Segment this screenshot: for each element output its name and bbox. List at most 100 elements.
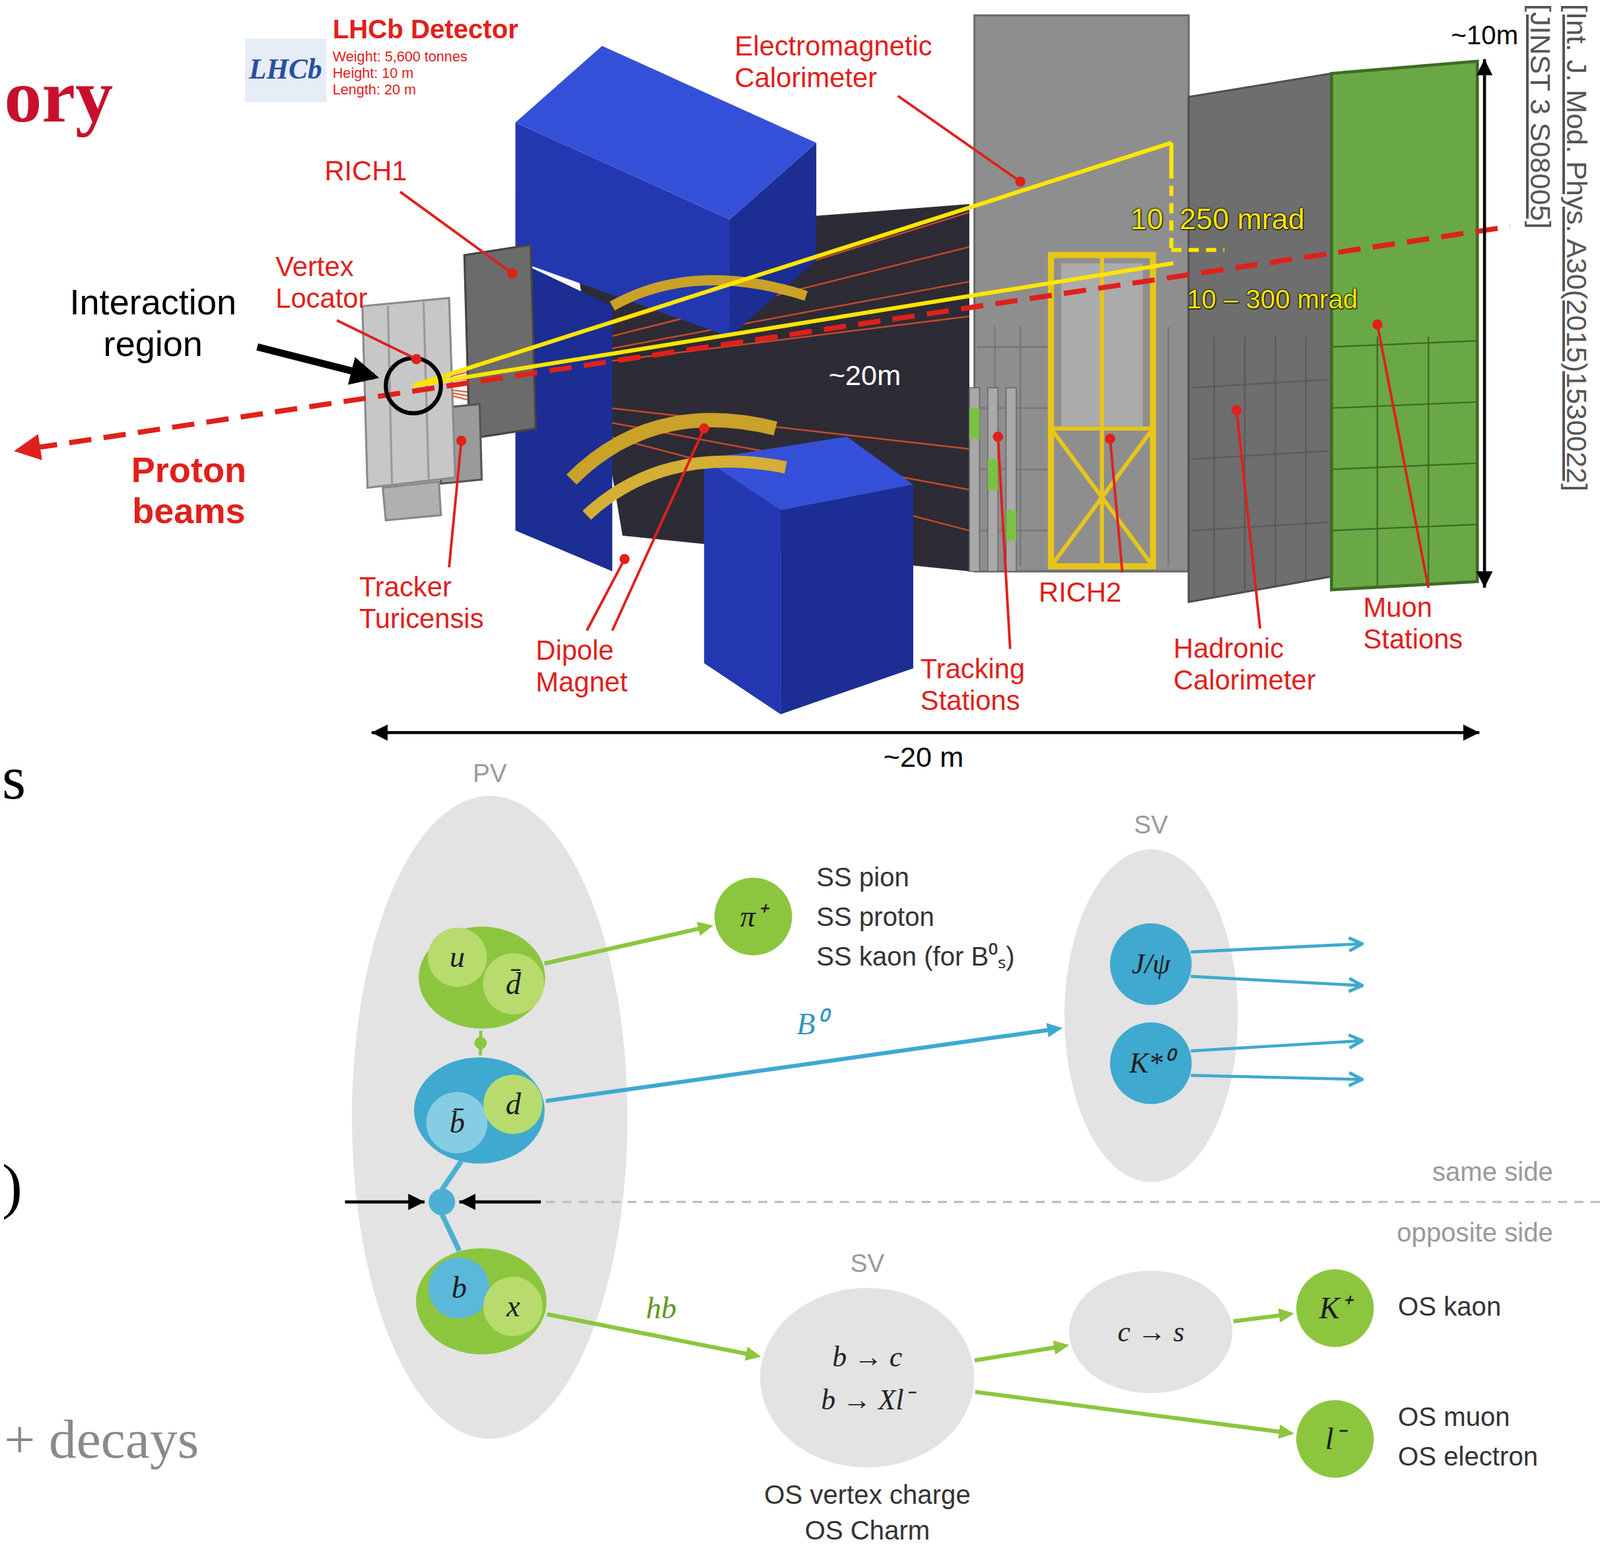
meson-ellipse: u d̄ <box>418 926 546 1029</box>
meson-ellipse-shape <box>418 926 546 1029</box>
beam-line <box>34 226 1511 448</box>
diagram-label: OS vertex charge <box>764 1479 971 1511</box>
vertex-ellipse: SVb → cb → Xl⁻ <box>760 1287 975 1468</box>
node-text: u <box>449 939 465 975</box>
quark-circle <box>483 1074 543 1134</box>
vertex-ellipse-shape <box>760 1287 975 1468</box>
diagram-label: Proton beams <box>131 449 247 531</box>
edge-label: hb <box>645 1290 677 1326</box>
meson-ellipse-shape <box>414 1057 545 1164</box>
quark-circle <box>483 1276 543 1336</box>
node-text: J/ψ <box>1131 947 1171 981</box>
connector-line <box>1233 1314 1283 1321</box>
particle-circle-shape <box>714 877 792 955</box>
diagram-label: ory <box>3 52 113 140</box>
node-text: c → s <box>1117 1315 1185 1349</box>
diagram-label: Tracking Stations <box>920 653 1025 717</box>
particle-circle: π⁺ <box>714 877 792 955</box>
node-text: x <box>506 1288 521 1324</box>
collision-dot <box>428 1188 455 1216</box>
dipole-magnet <box>515 46 913 715</box>
vertex-ellipse-shape <box>1064 849 1239 1183</box>
node-text: d̄ <box>505 966 522 1002</box>
diagram-label: Vertex Locator <box>275 250 368 315</box>
node-text: b → Xl⁻ <box>821 1383 914 1417</box>
diagram-label: 250 mrad <box>1179 202 1305 237</box>
connector-line <box>544 927 702 964</box>
meson-ellipse-outline <box>414 1057 545 1164</box>
process-ellipse: c → s <box>1069 1270 1233 1393</box>
b-line <box>441 1213 459 1251</box>
diagram-label: [Int. J. Mod. Phys. A30(2015)1530022] <box>1559 3 1593 492</box>
particle-circle-shape <box>1296 1399 1374 1478</box>
connector-arrow <box>1233 1308 1295 1322</box>
particle-circle: J/ψ <box>1110 923 1192 1006</box>
diagram-label: ) <box>1 1150 23 1222</box>
front-detectors <box>362 244 537 521</box>
connector-line <box>974 1347 1058 1361</box>
meson-ellipse: b̄d <box>414 1057 545 1164</box>
acceptance-lines <box>413 142 1225 386</box>
string-dot <box>474 1036 488 1050</box>
particle-circle: K⁺ <box>1296 1269 1374 1347</box>
meson-ellipse: bx <box>416 1248 547 1355</box>
process-ellipse-shape <box>1069 1270 1233 1393</box>
node-text: d <box>505 1086 522 1122</box>
diagram-label: Interaction region <box>69 281 238 364</box>
connector-arrow <box>975 1391 1295 1439</box>
diagram-label: LHCb Detector <box>332 14 519 45</box>
meson-ellipse-outline <box>418 926 546 1029</box>
quark-circle <box>428 1257 490 1319</box>
diagram-label: OS electron <box>1397 1441 1538 1472</box>
diagram-label: ~20 m <box>883 740 964 774</box>
dimension-arrows <box>371 59 1485 733</box>
diagram-label: opposite side <box>1396 1217 1554 1249</box>
node-text: SV <box>850 1248 885 1278</box>
diagram-label: ~20m <box>828 359 901 393</box>
node-text: PV <box>472 758 508 788</box>
quark-circle <box>427 927 487 988</box>
muon-stations <box>1331 61 1478 590</box>
connector-line <box>975 1391 1283 1433</box>
diagram-label: Height: 10 m <box>332 65 415 82</box>
diagram-label: + decays <box>3 1407 199 1472</box>
particle-circle: l⁻ <box>1296 1399 1374 1478</box>
connector-arrow <box>974 1340 1070 1361</box>
diagram-label: s <box>1 742 26 814</box>
diagram-label: Hadronic Calorimeter <box>1173 632 1317 696</box>
diagram-label: Weight: 5,600 tonnes <box>332 48 468 66</box>
vertex-ellipse-shape <box>351 795 628 1439</box>
interaction-arrow <box>257 346 374 377</box>
logo-box <box>244 38 327 103</box>
diagram-label: Electromagnetic Calorimeter <box>734 30 933 94</box>
node-text: K*⁰ <box>1129 1046 1173 1080</box>
diagram-label: OS muon <box>1397 1401 1511 1433</box>
diagram-label: same side <box>1432 1156 1554 1188</box>
particle-circle-shape <box>1296 1269 1374 1347</box>
connector-arrow <box>544 921 714 964</box>
diagram-label: [JINST 3 S08005] <box>1523 3 1557 230</box>
diagram-label: RICH1 <box>324 155 407 187</box>
vertex-ellipse-outline <box>1064 849 1239 1183</box>
quark-circle <box>426 1091 488 1153</box>
beam-arrow <box>344 1200 424 1204</box>
diagram-label: Dipole Magnet <box>535 634 628 698</box>
node-text: b <box>451 1269 467 1305</box>
diagram-label: Tracker Turicensis <box>359 571 485 635</box>
diagram-label: SS kaon (for B⁰ₛ) <box>816 941 1015 973</box>
diagram-label: Length: 20 m <box>332 81 417 99</box>
node-text: l⁻ <box>1325 1421 1345 1457</box>
diagram-label: OS Charm <box>804 1515 931 1546</box>
node-text: π⁺ <box>740 898 766 934</box>
node-text: b → c <box>832 1340 903 1374</box>
diagram-label: Muon Stations <box>1362 591 1463 656</box>
daughter-arrows <box>1190 943 1363 1079</box>
connector-arrow <box>474 1030 488 1056</box>
leader-lines <box>336 95 1429 649</box>
b-line <box>441 1160 461 1190</box>
vertex-ellipse-outline <box>760 1287 975 1468</box>
diagram-label: LHCb <box>248 52 323 86</box>
